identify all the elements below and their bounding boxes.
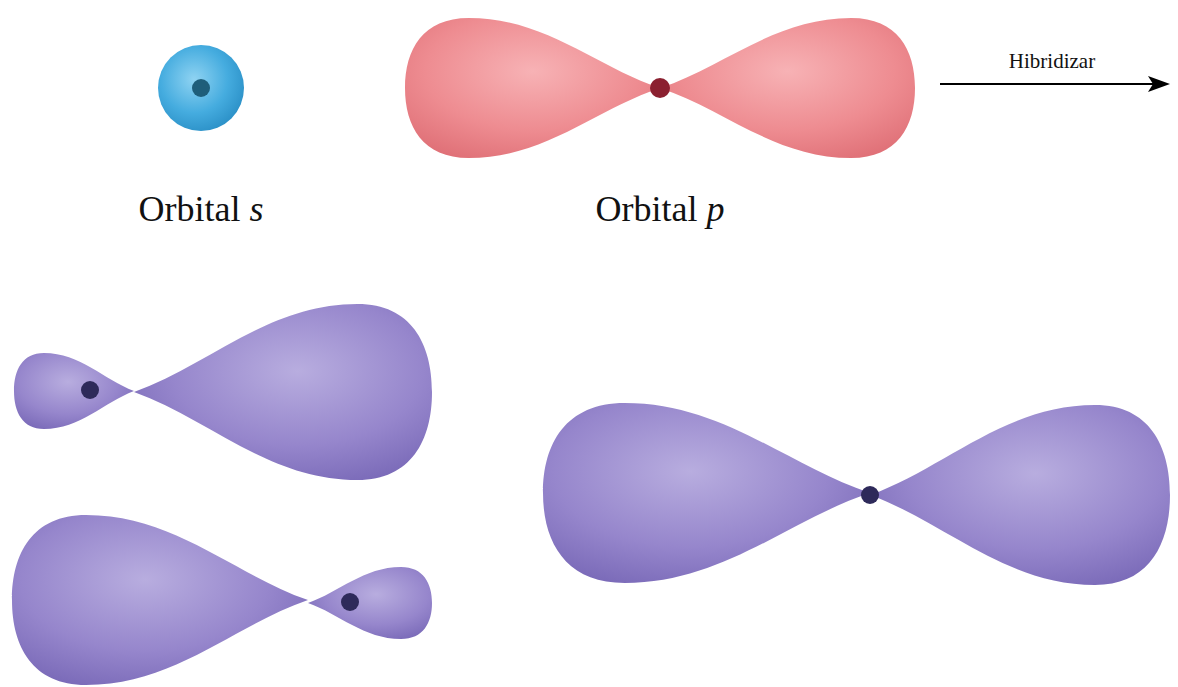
- s-orbital: [158, 45, 244, 131]
- p-orbital-lobe: [660, 18, 915, 158]
- sp-hybrid-large-lobe: [134, 304, 432, 480]
- label-word: Orbital: [139, 189, 250, 229]
- arrow-line: [940, 83, 1156, 85]
- nucleus-dot: [192, 79, 210, 97]
- label-word: Orbital: [596, 189, 707, 229]
- nucleus-dot: [650, 78, 670, 98]
- arrow-label: Hibridizar: [1009, 50, 1095, 73]
- label-symbol: s: [249, 189, 263, 229]
- sp-hybrid-large-lobe: [12, 515, 308, 685]
- p-orbital-lobe: [405, 18, 660, 158]
- nucleus-dot: [861, 486, 879, 504]
- orbital-label: Orbital s: [139, 190, 264, 230]
- sp-hybrid-large-lobe: [543, 403, 870, 583]
- sp-hybrid-small-lobe: [14, 353, 134, 429]
- arrow-head: [1148, 76, 1170, 92]
- orbital-label: Orbital p: [596, 190, 725, 230]
- sp-hybrid-large-lobe: [870, 405, 1170, 585]
- nucleus-dot: [81, 381, 99, 399]
- label-symbol: p: [706, 189, 724, 229]
- sp-hybrid-small-lobe: [308, 567, 432, 639]
- nucleus-dot: [341, 593, 359, 611]
